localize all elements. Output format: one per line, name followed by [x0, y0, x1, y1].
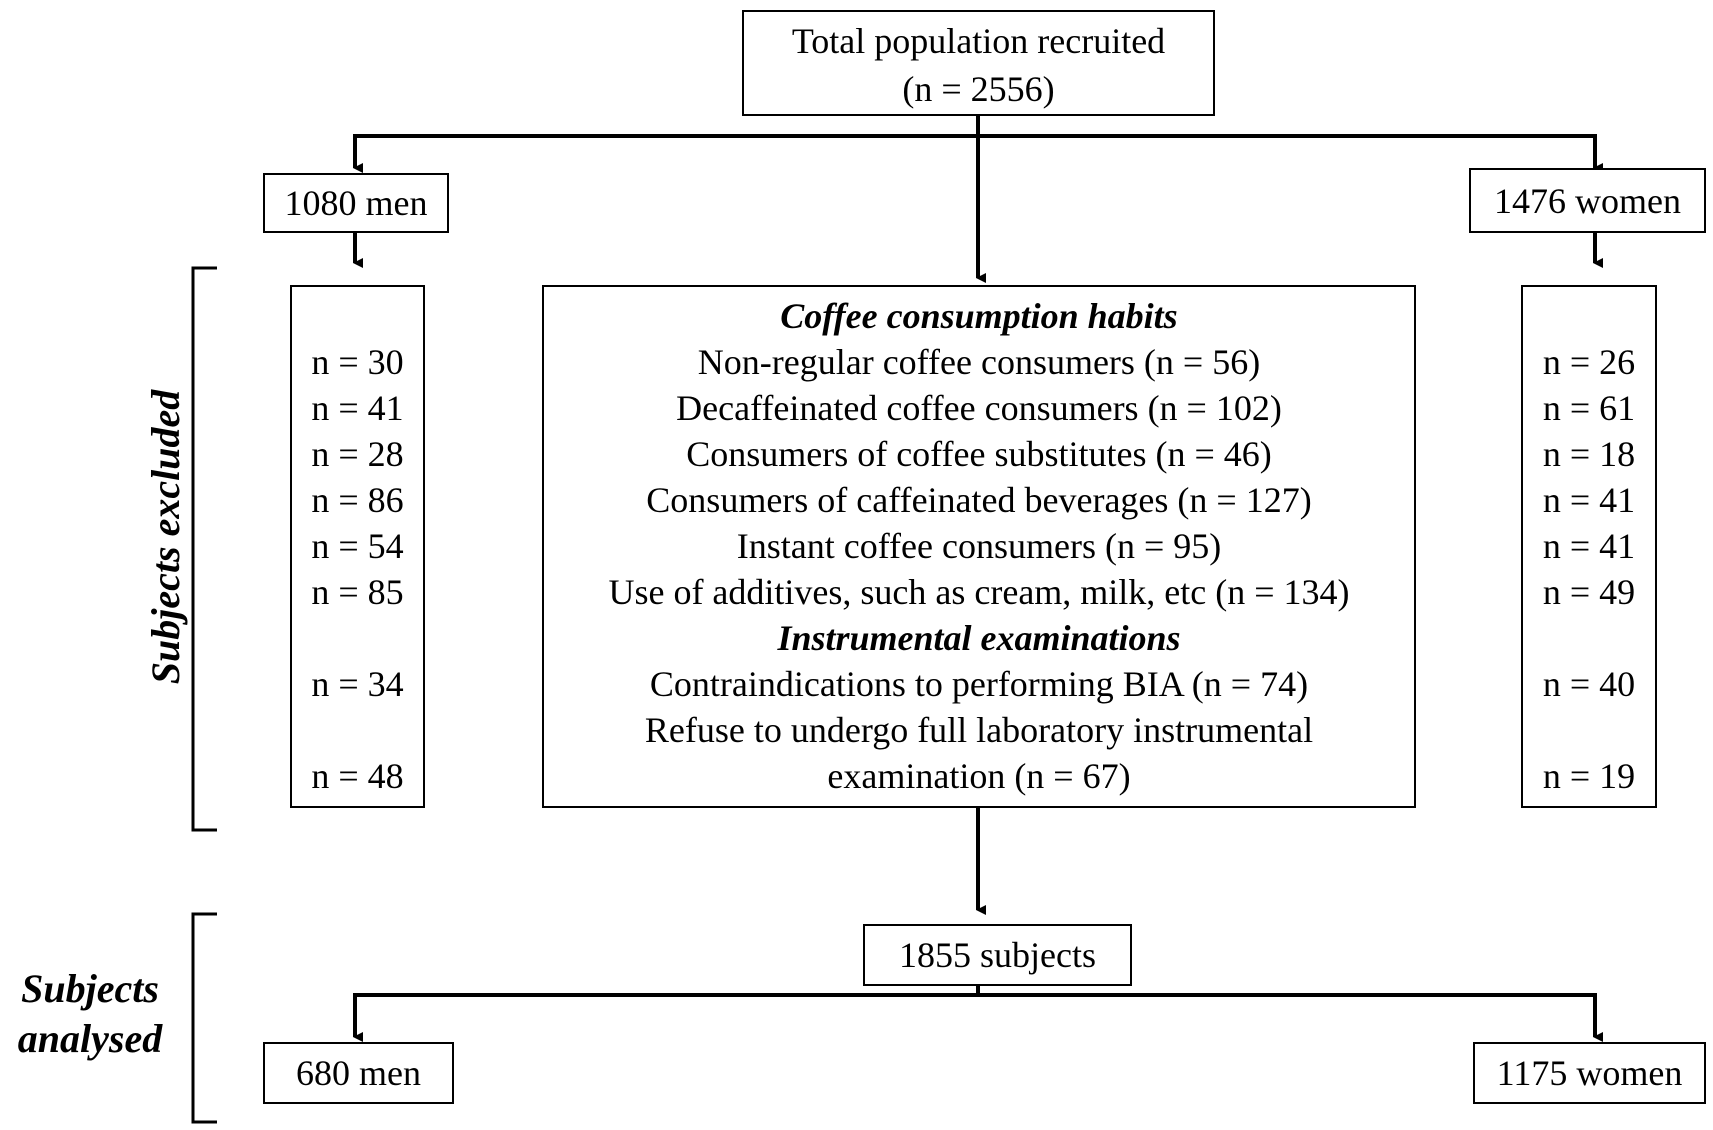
criterion-text: Non-regular coffee consumers (n = 56) [697, 342, 1261, 382]
subjects-analysed-label-line1: Subjects [21, 966, 159, 1011]
men-exclusion-count: n = 34 [311, 664, 404, 704]
women-exclusion-count: n = 41 [1542, 526, 1636, 566]
men-analysed-label: 680 men [296, 1053, 421, 1093]
men-exclusions-box: n = 30 n = 41 n = 28 n = 86 n = 54 n = 8… [290, 285, 425, 808]
men-exclusion-count: n = 48 [311, 756, 404, 796]
criterion-text: Instant coffee consumers (n = 95) [736, 526, 1222, 566]
women-exclusion-count: n = 49 [1542, 572, 1636, 612]
criterion-text: Consumers of coffee substitutes (n = 46) [686, 434, 1272, 474]
women-recruited-label: 1476 women [1494, 181, 1681, 221]
coffee-habits-heading: Coffee consumption habits [780, 296, 1178, 336]
total-population-label: Total population recruited [791, 21, 1166, 61]
men-analysed-box: 680 men [263, 1042, 454, 1104]
total-population-count: (n = 2556) [902, 69, 1055, 109]
analysed-total-box: 1855 subjects [863, 924, 1132, 986]
men-exclusion-count: n = 28 [311, 434, 404, 474]
criterion-text: examination (n = 67) [827, 756, 1131, 796]
men-exclusion-count: n = 41 [311, 388, 404, 428]
men-exclusion-count: n = 54 [311, 526, 404, 566]
men-recruited-box: 1080 men [263, 173, 449, 233]
women-exclusions-box: n = 26 n = 61 n = 18 n = 41 n = 41 n = 4… [1521, 285, 1657, 808]
women-recruited-box: 1476 women [1469, 168, 1706, 233]
total-population-box: Total population recruited (n = 2556) [742, 10, 1215, 116]
women-exclusion-count: n = 40 [1542, 664, 1636, 704]
men-exclusion-count: n = 30 [311, 342, 404, 382]
criterion-text: Use of additives, such as cream, milk, e… [608, 572, 1350, 612]
women-exclusion-count: n = 26 [1542, 342, 1636, 382]
women-analysed-label: 1175 women [1496, 1053, 1683, 1093]
men-exclusion-count: n = 86 [311, 480, 404, 520]
women-exclusion-count: n = 41 [1542, 480, 1636, 520]
women-exclusion-count: n = 18 [1542, 434, 1636, 474]
women-analysed-box: 1175 women [1473, 1042, 1706, 1104]
women-exclusion-count: n = 19 [1542, 756, 1636, 796]
subjects-excluded-label: Subjects excluded [143, 389, 188, 685]
criterion-text: Contraindications to performing BIA (n =… [649, 664, 1309, 704]
instrumental-heading: Instrumental examinations [777, 618, 1181, 658]
women-exclusion-count: n = 61 [1542, 388, 1636, 428]
criterion-text: Decaffeinated coffee consumers (n = 102) [676, 388, 1282, 428]
bracket-analysed [191, 912, 217, 1124]
criterion-text: Refuse to undergo full laboratory instru… [644, 710, 1314, 750]
men-recruited-label: 1080 men [284, 183, 428, 223]
exclusion-criteria-box: Coffee consumption habits Non-regular co… [542, 285, 1416, 808]
criterion-text: Consumers of caffeinated beverages (n = … [646, 480, 1312, 520]
bracket-excluded [191, 266, 217, 832]
analysed-total-label: 1855 subjects [899, 935, 1096, 975]
men-exclusion-count: n = 85 [311, 572, 404, 612]
subjects-analysed-label-line2: analysed [17, 1016, 163, 1061]
